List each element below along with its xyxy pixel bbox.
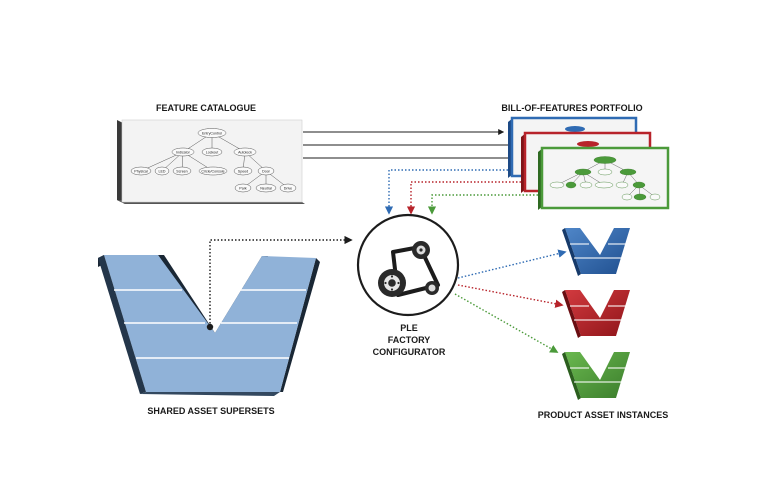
product-instance-blue bbox=[562, 228, 630, 276]
tree-node bbox=[257, 166, 275, 176]
tree-text: Drive bbox=[284, 186, 292, 190]
tree-text: Park bbox=[239, 186, 247, 190]
tree-node bbox=[279, 183, 297, 193]
tree-text: Indicator bbox=[176, 150, 191, 154]
product-instance-red bbox=[562, 290, 630, 338]
tree-text: Neutral bbox=[260, 186, 272, 190]
configurator-label-line1: PLE bbox=[400, 323, 418, 333]
tree-node bbox=[130, 166, 152, 176]
bof-card-green bbox=[538, 146, 670, 210]
tree-node bbox=[255, 183, 277, 193]
configurator-label-line2: FACTORY bbox=[388, 335, 431, 345]
tree-text: Speed bbox=[238, 169, 248, 173]
feature-catalogue-label: FEATURE CATALOGUE bbox=[156, 103, 256, 113]
product-instances-label: PRODUCT ASSET INSTANCES bbox=[538, 410, 669, 420]
configurator-label-line3: CONFIGURATOR bbox=[373, 347, 446, 357]
configurator-to-instances-arrows bbox=[454, 249, 567, 353]
shared-to-configurator-arrow bbox=[206, 235, 353, 331]
shared-assets-label: SHARED ASSET SUPERSETS bbox=[147, 406, 274, 416]
catalogue-to-portfolio-arrows bbox=[303, 129, 537, 161]
tree-node-root bbox=[197, 128, 227, 138]
tree-root-text: EntryControl bbox=[202, 131, 222, 135]
tree-text: Physical bbox=[134, 169, 148, 173]
tree-node bbox=[198, 166, 228, 176]
product-instance-green bbox=[562, 352, 630, 400]
portfolio-to-configurator-arrows bbox=[384, 169, 538, 215]
configurator-gear-icon bbox=[356, 213, 460, 317]
tree-text: Screen bbox=[176, 169, 187, 173]
tree-node bbox=[154, 166, 170, 176]
tree-node bbox=[171, 147, 195, 157]
tree-text: Lockout bbox=[206, 150, 219, 154]
tree-text: Door bbox=[262, 169, 271, 173]
tree-text: Circle/Console bbox=[201, 169, 224, 173]
shared-asset-superset-shape bbox=[98, 255, 320, 396]
tree-node bbox=[172, 166, 192, 176]
tree-text: Autolock bbox=[238, 150, 252, 154]
tree-node bbox=[201, 147, 223, 157]
tree-node bbox=[234, 183, 252, 193]
tree-node bbox=[233, 147, 257, 157]
tree-node bbox=[233, 166, 253, 176]
bof-portfolio-label: BILL-OF-FEATURES PORTFOLIO bbox=[501, 103, 642, 113]
feature-catalogue-card: EntryControl Indicator Lockout Autolock … bbox=[117, 119, 305, 204]
tree-text: LED bbox=[159, 169, 166, 173]
